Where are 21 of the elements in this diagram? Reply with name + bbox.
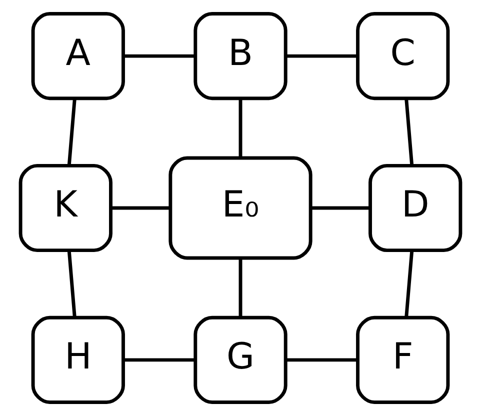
connector (124, 54, 196, 58)
connector (111, 206, 170, 210)
node-box: K (18, 164, 112, 252)
connector (286, 54, 358, 58)
node-box: G (194, 316, 288, 404)
node-box: D (368, 164, 462, 252)
connector (67, 98, 76, 166)
node-box: C (356, 12, 450, 100)
connector (238, 258, 242, 318)
connector (238, 98, 242, 158)
connector (404, 98, 414, 166)
connector (286, 358, 358, 362)
connector (404, 250, 414, 318)
node-box: A (31, 12, 125, 100)
connector (67, 250, 76, 318)
node-box: F (356, 316, 450, 404)
node-box: E₀ (168, 156, 312, 260)
node-box: H (31, 316, 125, 404)
node-box: B (194, 12, 288, 100)
connector (124, 358, 196, 362)
connector (310, 206, 370, 210)
